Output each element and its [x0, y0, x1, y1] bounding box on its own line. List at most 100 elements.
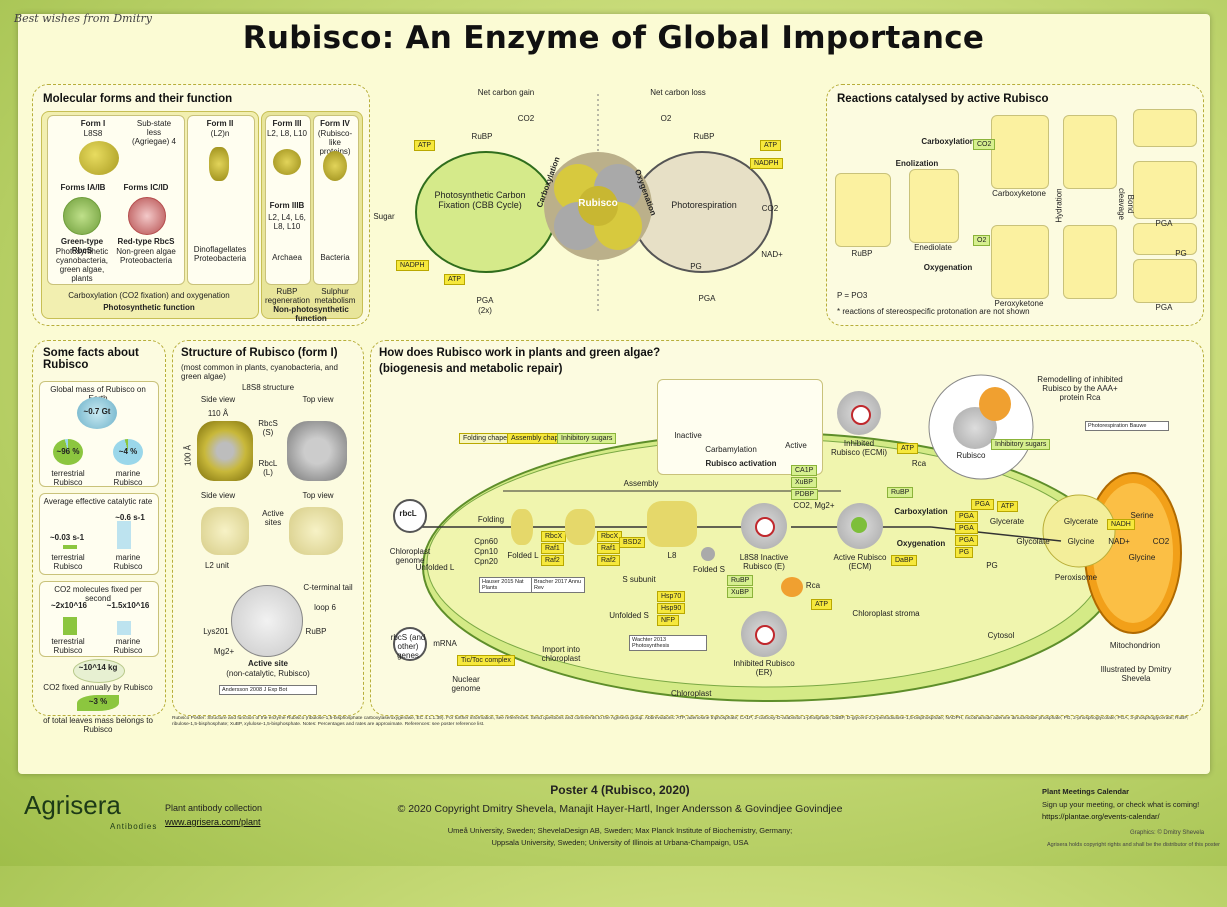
reactions-title: Reactions catalysed by active Rubisco [837, 93, 1049, 105]
co2-bar-terr [63, 617, 77, 635]
molecular-forms-panel: Molecular forms and their function Form … [32, 84, 370, 326]
carbamylation-label: Carbamylation [705, 445, 757, 454]
atp-left-badge: ATP [414, 140, 436, 151]
l2-image [565, 509, 595, 545]
rate-marine: ~0.6 s-1 [115, 513, 145, 522]
cbb-cycle-ellipse [415, 151, 557, 273]
facts-title: Some facts about Rubisco [43, 347, 139, 371]
atp-badge-mid: ATP [997, 501, 1019, 512]
remodel-rubisco-label: Rubisco [956, 451, 986, 460]
structure-subtitle: (most common in plants, cyanobacteria, a… [181, 363, 338, 381]
rate-terr-label: terrestrial Rubisco [51, 553, 85, 571]
rubp-left-label: RuBP [471, 132, 493, 141]
inactive-label: Inactive [674, 431, 702, 440]
nad-label: NAD+ [761, 250, 783, 259]
carbox-fix-label: Carboxylation (CO2 fixation) and oxygena… [68, 291, 230, 300]
bsd2-badge: BSD2 [619, 537, 646, 548]
form2-sub: (L2)n [210, 129, 230, 138]
enediolate-box [909, 169, 959, 243]
pga-badge-1: PGA [955, 511, 978, 522]
carboxylation-label: Carboxylation [921, 137, 975, 146]
remodel-sugars-badge: Inhibitory sugars [991, 439, 1051, 450]
rubp-structure-box [835, 173, 891, 247]
cpn60-label: Cpn60 [474, 537, 498, 546]
hsp70-badge: Hsp70 [657, 591, 686, 602]
bacteria-label: Bacteria [320, 253, 350, 262]
raf1-badge: Raf1 [541, 543, 564, 554]
rubp-badge-2: RuBP [727, 575, 754, 586]
mass-value: ~0.7 Gt [83, 407, 111, 416]
how-subtitle: (biogenesis and metabolic repair) [379, 363, 563, 375]
photo-function-label: Photosynthetic function [103, 303, 195, 312]
cbb-cycle-label: Photosynthetic Carbon Fixation (CBB Cycl… [434, 190, 526, 210]
hsp90-badge: Hsp90 [657, 603, 686, 614]
form3-protein-image [273, 149, 301, 175]
atp-badge-top: ATP [897, 443, 919, 454]
reactions-panel: Reactions catalysed by active Rubisco Ca… [826, 84, 1204, 326]
graphics-credit: Graphics: © Dmitry Shevela [1130, 830, 1205, 836]
calendar-url-link[interactable]: https://plantae.org/events-calendar/ [1042, 812, 1160, 821]
glycine-perox-label: Glycine [1067, 537, 1095, 546]
leaf-pct: ~3 % [88, 697, 108, 706]
ref-3: Wachter 2013 Photosynthesis [629, 635, 707, 652]
copyright: © 2020 Copyright Dmitry Shevela, Manajit… [397, 803, 843, 815]
folding-label: Folding [477, 515, 505, 524]
reactions-footnote: * reactions of stereospecific protonatio… [837, 307, 1030, 316]
form3b-label: Form IIIB [269, 201, 305, 210]
co2-marine: ~1.5x10^16 [106, 601, 150, 610]
side-view-image [197, 421, 253, 481]
atp-right-badge: ATP [760, 140, 782, 151]
calendar-text: Sign up your meeting, or check what is c… [1042, 800, 1200, 809]
chloroplast-label: Chloroplast [671, 689, 712, 698]
center-cycles-svg [415, 94, 773, 314]
form3-box [265, 115, 311, 285]
rbcs-label: RbcS (S) [258, 419, 278, 437]
pga-bottom-label: PGA [1155, 303, 1173, 312]
hydration-label: Hydration [1054, 188, 1064, 223]
top-view2-label: Top view [302, 491, 334, 500]
forms-iaib-label: Forms IA/IB [60, 183, 106, 192]
co2-mito-label: CO2 [1152, 537, 1170, 546]
agrisera-url-link[interactable]: www.agrisera.com/plant [165, 817, 261, 827]
form3b-sub: L2, L4, L6, L8, L10 [268, 213, 306, 231]
peroxisome-shape [1042, 494, 1116, 568]
substate-label: Sub-state less (Agriegae) 4 [131, 119, 177, 146]
pdbp-badge: PDBP [791, 489, 819, 500]
pg-badge: PG [955, 547, 974, 558]
raf2b-badge: Raf2 [597, 555, 620, 566]
nuclear-genome-label: Nuclear genome [451, 675, 481, 693]
how-panel: How does Rubisco work in plants and gree… [370, 340, 1204, 716]
s-subunit-label: S subunit [622, 575, 656, 584]
ref-1: Hauser 2015 Nat Plants [479, 577, 533, 594]
phosphate-note: P = PO3 [837, 291, 868, 300]
distribution-note: Agrisera holds copyright rights and shal… [1046, 842, 1220, 848]
calendar-title: Plant Meetings Calendar [1042, 787, 1130, 796]
red-rbcs-image [128, 197, 166, 235]
rbcs-genes-circle [393, 627, 427, 661]
pg-label: PG [690, 262, 702, 271]
xubp-badge-2: XuBP [727, 587, 753, 598]
folded-l-image [511, 509, 533, 545]
form2-box [187, 115, 255, 285]
rubp-badge-1: RuBP [887, 487, 914, 498]
center-diagram: Net carbon gain Net carbon loss RuBP CO2… [366, 84, 826, 324]
mg-label: Mg2+ [213, 647, 235, 656]
oxygenation-flow-label: Oxygenation [896, 539, 946, 548]
nad-mito-label: NAD+ [1108, 537, 1130, 546]
rubp-struct-label: RuBP [851, 249, 873, 258]
nonphoto-function-label: Non-photosynthetic function [273, 305, 349, 323]
inhibited-label: Inhibited Rubisco (ECMi) [830, 439, 887, 457]
glycolate-label: Glycolate [1016, 537, 1050, 546]
activation-box [657, 379, 823, 475]
green-type-label: Green-type RbcS [60, 237, 104, 255]
rate-title: Average effective catalytic rate [43, 497, 153, 506]
l8-label: L8 [667, 551, 677, 560]
unfolded-s-label: Unfolded S [609, 611, 649, 620]
pg-structure-box [1133, 223, 1197, 255]
import-label: Import into chloroplast [541, 645, 581, 663]
nadh-badge: NADH [1107, 519, 1135, 530]
co2-fixed-title: CO2 molecules fixed per second [54, 585, 142, 603]
rubp-right-label: RuBP [693, 132, 715, 141]
o2-label: O2 [660, 114, 672, 123]
chloroplast-genome-label: Chloroplast genome [389, 547, 431, 565]
